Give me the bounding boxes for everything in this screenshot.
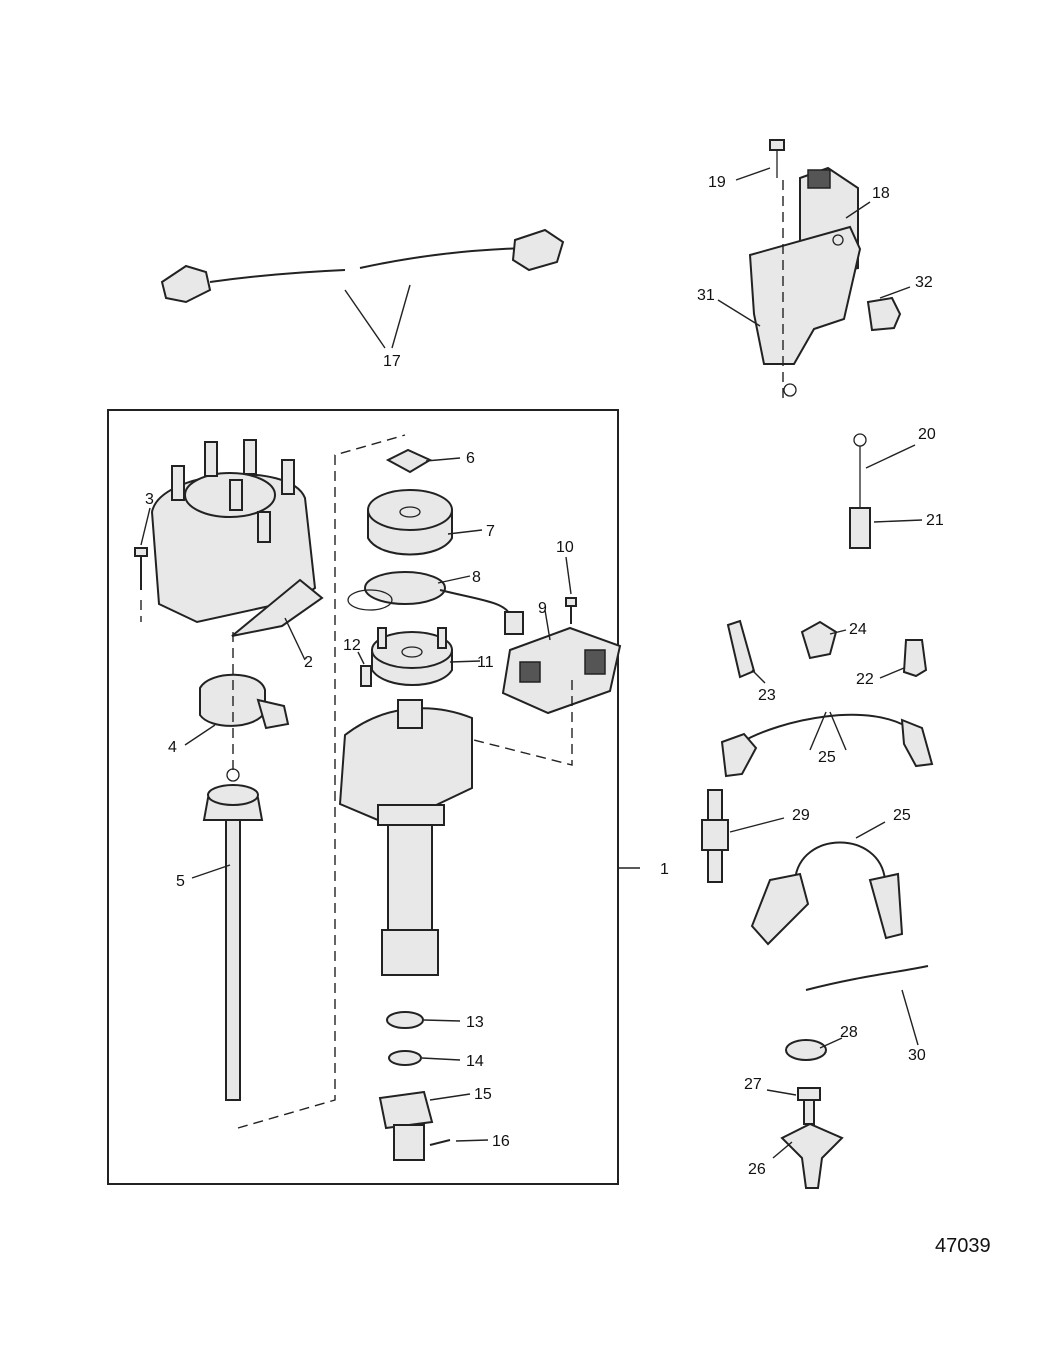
clamp [199, 673, 290, 730]
washer-13 [386, 1011, 424, 1029]
callout-16: 16 [492, 1133, 510, 1150]
pole-piece [371, 627, 453, 686]
callout-22: 22 [856, 671, 874, 688]
callout-32: 32 [915, 274, 933, 291]
callout-21: 21 [926, 512, 944, 529]
separator-23 [726, 619, 756, 679]
callout-17: 17 [383, 353, 401, 370]
drive-gear [378, 1090, 434, 1161]
figure-number: 47039 [935, 1235, 991, 1257]
callout-11: 11 [477, 654, 494, 671]
spark-plug-wire-2 [750, 841, 904, 946]
callout-25-upper: 25 [818, 749, 836, 766]
cap-screw [134, 547, 148, 590]
wiring-harness [160, 228, 565, 349]
separator-22 [902, 639, 928, 678]
callout-7: 7 [486, 523, 495, 540]
callout-3: 3 [145, 491, 154, 508]
callout-28: 28 [840, 1024, 858, 1041]
callout-8: 8 [472, 569, 481, 586]
callout-12: 12 [343, 637, 361, 654]
screw-27 [797, 1087, 821, 1125]
callout-15: 15 [474, 1086, 492, 1103]
spark-plug [701, 789, 729, 883]
callout-24: 24 [849, 621, 867, 638]
pickup-coil [347, 571, 524, 635]
callout-23: 23 [758, 687, 776, 704]
callout-9: 9 [538, 600, 547, 617]
callout-31: 31 [697, 287, 715, 304]
callout-25-lower: 25 [893, 807, 911, 824]
callout-6: 6 [466, 450, 475, 467]
ground-strap [849, 433, 871, 549]
callout-2: 2 [304, 654, 313, 671]
spark-plug-wire-1 [720, 713, 934, 778]
callout-29: 29 [792, 807, 810, 824]
callout-20: 20 [918, 426, 936, 443]
washer-28 [785, 1039, 827, 1061]
gasket [385, 448, 433, 474]
callout-19: 19 [708, 174, 726, 191]
callout-4: 4 [168, 739, 177, 756]
rotor [367, 489, 453, 556]
callout-1: 1 [660, 861, 669, 878]
distributor-cap [150, 439, 324, 637]
distributor-shaft [202, 632, 264, 1101]
ignition-coil-group [748, 139, 902, 400]
pin [360, 665, 372, 687]
callout-5: 5 [176, 873, 185, 890]
distributor-housing [338, 699, 473, 976]
callout-27: 27 [744, 1076, 762, 1093]
distributor-assembly-box [107, 409, 619, 1185]
ignition-module [501, 626, 622, 715]
callout-13: 13 [466, 1014, 484, 1031]
clip-26 [780, 1122, 844, 1189]
separator-24 [800, 620, 838, 660]
callout-18: 18 [872, 185, 890, 202]
callout-30: 30 [908, 1047, 926, 1064]
roll-pin [429, 1139, 451, 1146]
callout-26: 26 [748, 1161, 766, 1178]
conduit [805, 965, 929, 991]
washer-14 [388, 1050, 422, 1066]
module-screw [565, 597, 577, 624]
callout-14: 14 [466, 1053, 484, 1070]
callout-10: 10 [556, 539, 574, 556]
